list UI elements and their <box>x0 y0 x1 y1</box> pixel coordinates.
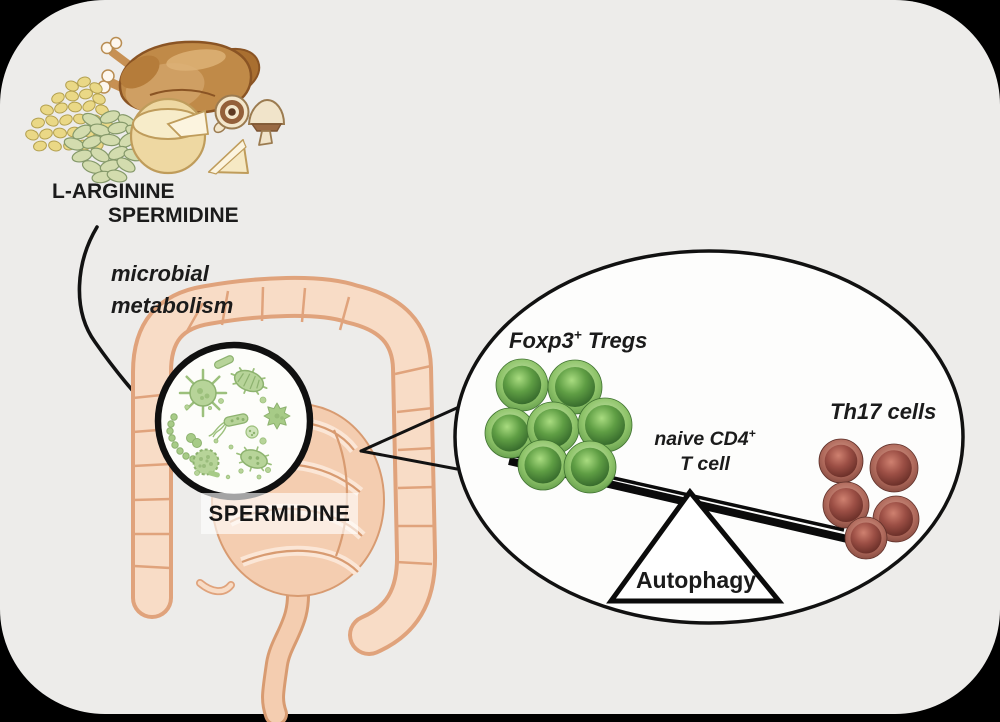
metabolism-word: metabolism <box>111 293 234 318</box>
gut-microbiota-magnifier <box>154 341 314 501</box>
autophagy-label: Autophagy <box>635 567 757 593</box>
th17-label: Th17 cells <box>830 399 937 424</box>
tregs-plus-superscript: + <box>573 327 582 343</box>
large-intestine <box>131 275 438 656</box>
cheese-wedge-icon <box>207 138 249 175</box>
magnifier-callout-lines <box>359 405 461 471</box>
gut-microbes <box>166 355 291 480</box>
cheese-wheel-icon <box>129 97 210 175</box>
callout-ellipse <box>453 249 965 625</box>
food-illustration <box>25 36 286 184</box>
cd4-plus-superscript: + <box>748 426 756 441</box>
th17-cell-cluster <box>818 438 920 560</box>
microbial-metabolism-label: microbial metabolism <box>111 258 233 322</box>
spermidine-source-label: SPERMIDINE <box>108 204 239 227</box>
l-arginine-label: L-ARGININE <box>52 180 175 203</box>
treg-cell-cluster <box>484 358 633 494</box>
microbial-word: microbial <box>111 261 209 286</box>
tregs-label: Foxp3+ Tregs <box>509 327 648 353</box>
naive-cd4-label: naive CD4+ T cell <box>654 426 756 475</box>
balance-callout <box>453 249 965 625</box>
spermidine-metabolite-strip: SPERMIDINE <box>201 493 358 534</box>
fulcrum-triangle <box>606 487 785 604</box>
turkey-icon <box>97 36 261 115</box>
mushrooms-icon <box>213 94 286 146</box>
spermidine-metabolite-label: SPERMIDINE <box>208 501 351 526</box>
